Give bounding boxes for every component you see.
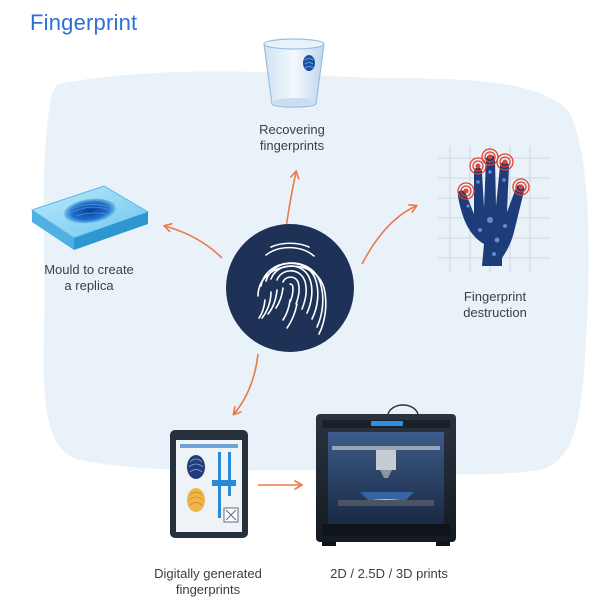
label-line: a replica [64,278,114,293]
label-line: fingerprints [259,138,325,153]
label-line: Recovering [259,122,325,137]
label-digital-fingerprints: Digitally generated fingerprints [140,566,276,598]
label-recovering-fingerprints: Recovering fingerprints [236,122,348,154]
arrow-to-digital [232,353,259,416]
glass-icon [263,38,325,108]
label-line: fingerprints [175,582,241,597]
label-line: Digitally generated [154,566,262,581]
label-line: 2D / 2.5D / 3D prints [330,566,448,581]
fingerprint-icon [226,224,354,352]
label-line: Mould to create [44,262,134,277]
arrow-to-mould [163,223,223,259]
glove-icon [438,146,550,272]
arrow-to-destruction [361,204,418,265]
tablet-icon [170,430,248,538]
label-line: destruction [463,305,527,320]
label-fingerprint-destruction: Fingerprint destruction [440,289,550,321]
printer-3d-icon [316,404,456,546]
mould-icon [30,185,150,250]
label-mould-replica: Mould to create a replica [30,262,148,294]
arrow-to-recovering [285,170,300,229]
label-printed-fingerprints: 2D / 2.5D / 3D prints [314,566,464,582]
page-title: Fingerprint [30,10,138,35]
label-line: Fingerprint [463,289,527,304]
